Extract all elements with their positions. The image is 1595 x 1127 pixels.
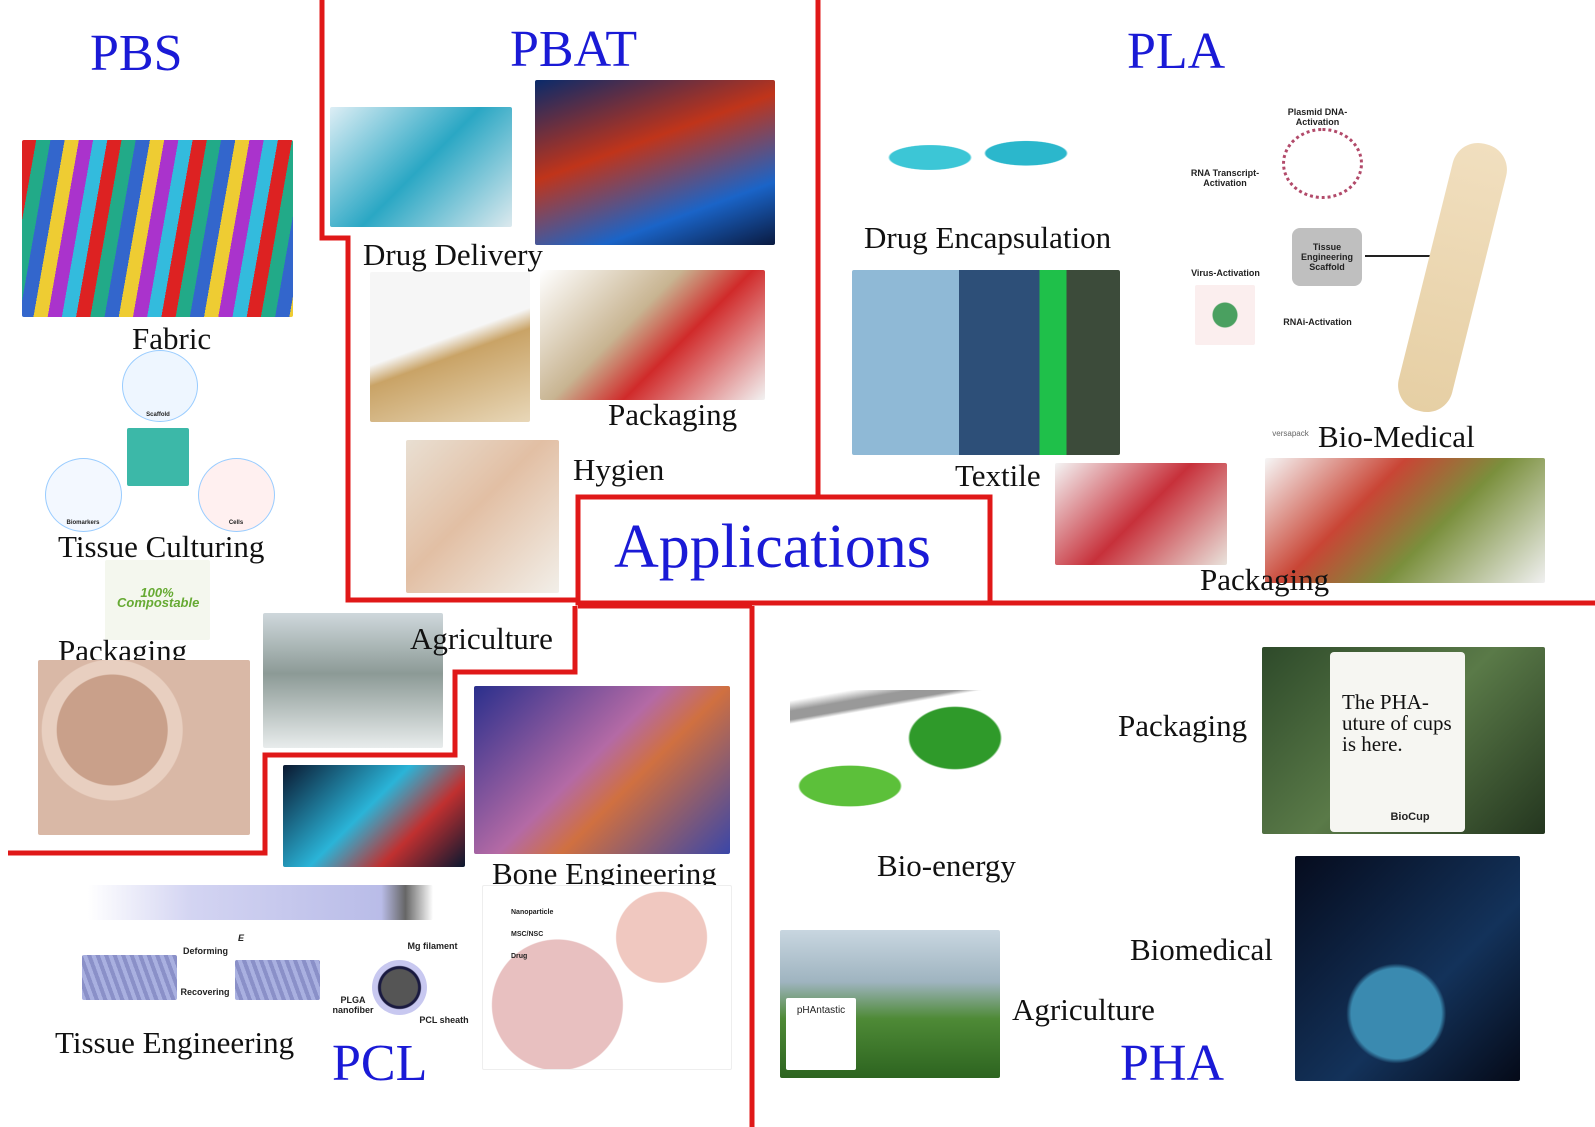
drug-delivery-capsule-image [330, 107, 512, 227]
msc-caption: MSC/NSC [511, 931, 544, 938]
virus-caption: Virus-Activation [1191, 268, 1260, 278]
pcl-label-tissue-engineering: Tissue Engineering [55, 1025, 295, 1060]
pla-label-drug-encapsulation: Drug Encapsulation [864, 220, 1112, 255]
plasmid-icon [1282, 128, 1363, 199]
pha-label-biomedical: Biomedical [1130, 932, 1273, 967]
brain-drug-delivery-image: Nanoparticle MSC/NSC Drug [482, 885, 732, 1070]
pbat-label-drug-delivery: Drug Delivery [363, 237, 543, 272]
pcl-heading: PCL [332, 1035, 428, 1092]
packaging-items-image [540, 270, 765, 400]
rnai-caption: RNAi-Activation [1283, 317, 1352, 327]
plasmid-caption: Plasmid DNA-Activation [1287, 107, 1348, 127]
arrow-icon [1365, 255, 1465, 257]
bag-text: 100% Compostable [117, 585, 200, 610]
pla-label-packaging: Packaging [1200, 562, 1330, 597]
fiber-cross-section [372, 960, 427, 1015]
pbat-label-packaging: Packaging [608, 397, 738, 432]
baby-diaper-image [406, 440, 559, 593]
food-containers-image [1265, 458, 1545, 583]
tableware-image [38, 660, 250, 835]
cosmetics-image [1055, 463, 1227, 565]
compostable-bag-image: 100% Compostable [105, 560, 210, 640]
pha-label-packaging: Packaging [1118, 708, 1248, 743]
applications-box [575, 494, 993, 606]
biocup-image: The PHA-uture of cups is here. BioCup [1262, 647, 1545, 834]
mg-filament-caption: Mg filament [407, 941, 458, 951]
versapack-logo: versapack [1272, 429, 1309, 438]
biomarkers-caption: Biomarkers [66, 520, 100, 526]
pbat-label-agriculture: Agriculture [410, 621, 553, 656]
phantastic-logo: pHAntastic [796, 1005, 846, 1016]
cells-circle [198, 458, 275, 532]
pcl-staircase-divider [8, 606, 578, 856]
agriculture-mulch-image [263, 613, 443, 748]
nanoparticle-caption: Nanoparticle [511, 909, 554, 916]
pha-label-agriculture: Agriculture [1012, 992, 1155, 1027]
biomarkers-circle [45, 458, 122, 532]
pbs-label-tissue-culturing: Tissue Culturing [58, 529, 265, 564]
bone-engineering-image [474, 686, 730, 854]
recovering-caption: Recovering [180, 987, 230, 997]
pbat-heading: PBAT [510, 21, 638, 78]
bent-fiber-image [82, 955, 177, 1000]
virus-icon [1195, 285, 1255, 345]
textile-collage-image [852, 270, 1120, 455]
scaffold-caption: Tissue Engineering Scaffold [1300, 242, 1353, 272]
cup-brand: BioCup [1390, 811, 1430, 823]
cells-caption: Cells [228, 520, 244, 526]
field-e-label: E [237, 933, 244, 943]
fabric-image [22, 140, 293, 317]
drug-encapsulation-capsule-image [870, 115, 1070, 200]
pbs-label-fabric: Fabric [132, 321, 212, 356]
pbs-heading: PBS [90, 25, 183, 82]
charged-fiber-image [235, 960, 320, 1000]
phantastic-card: pHAntastic [786, 998, 856, 1070]
pha-heading: PHA [1120, 1035, 1225, 1092]
deforming-caption: Deforming [183, 946, 228, 956]
pcl-cell-image [283, 765, 465, 867]
scaffold-circle [122, 350, 198, 422]
pla-heading: PLA [1127, 23, 1226, 80]
cup-text: The PHA-uture of cups is here. [1342, 690, 1452, 756]
rna-caption: RNA Transcript-Activation [1190, 168, 1260, 188]
drug-caption: Drug [511, 953, 528, 960]
plga-caption: PLGA nanofiber [332, 995, 374, 1015]
pla-label-bio-medical: Bio-Medical [1318, 419, 1475, 454]
pha-label-bio-energy: Bio-energy [877, 848, 1016, 883]
bio-energy-fuel-nozzle-image [790, 690, 1090, 850]
scaffold-caption: Scaffold [146, 412, 170, 418]
pbat-label-hygien: Hygien [573, 452, 665, 487]
pcl-sheath-caption: PCL sheath [419, 1015, 469, 1025]
cup: The PHA-uture of cups is here. BioCup [1330, 652, 1465, 832]
scaffold-cube [127, 428, 189, 486]
nerve-conduit-image [88, 885, 433, 920]
applications-title: Applications [614, 513, 931, 581]
capsules-image [535, 80, 775, 245]
pla-label-textile: Textile [955, 458, 1041, 493]
greenhouse-image: pHAntastic [780, 930, 1000, 1078]
pbat-left-divider [319, 0, 578, 603]
cotton-swabs-image [370, 272, 530, 422]
scaffold-icon: Tissue Engineering Scaffold [1292, 228, 1362, 286]
biomedical-capsule-virus-image [1295, 856, 1520, 1081]
